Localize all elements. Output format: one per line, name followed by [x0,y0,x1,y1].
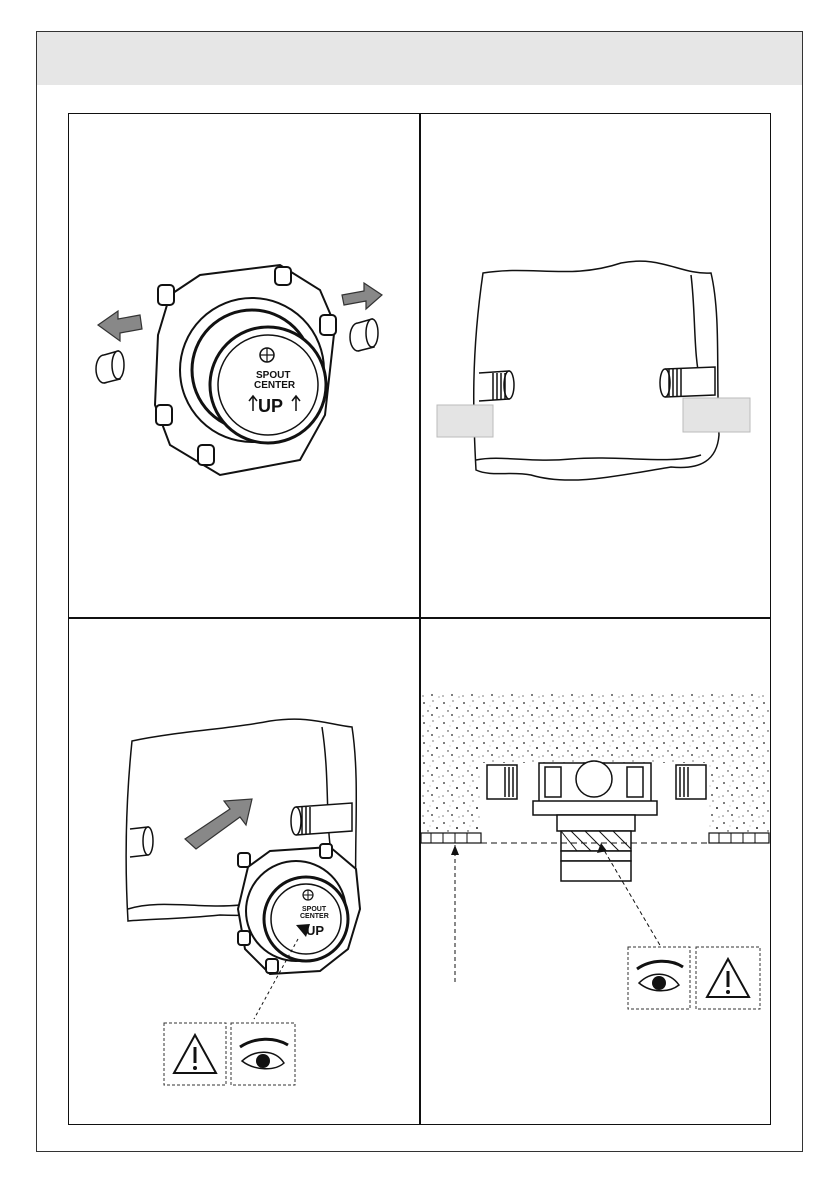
arrow-right-icon [342,283,382,309]
valve-body-icon [238,844,360,974]
valve-illustration: SPOUT CENTER UP [70,115,418,615]
pipe-right-icon [660,367,715,397]
caution-triangle-icon [164,1023,226,1085]
valve-label-spout: SPOUT [302,906,327,913]
panel-step-4 [421,619,769,1124]
cross-section-illustration [421,619,769,1124]
wall-pipes-illustration [421,115,769,615]
eye-icon [628,947,690,1009]
caution-triangle-icon [696,947,760,1009]
pipe-left-icon [479,371,514,401]
plug-right-icon [350,319,378,351]
valve-label-center: CENTER [300,913,329,920]
panel-step-1: SPOUT CENTER UP [70,115,418,615]
arrow-left-icon [98,311,142,341]
valve-section-icon [487,761,706,881]
valve-label-center: CENTER [254,380,296,391]
header-bar [37,32,802,85]
pipe-left-icon [130,827,153,857]
plug-left-icon [96,351,124,383]
valve-body-icon [155,265,336,475]
label-box-left [437,405,493,437]
panel-step-3: SPOUT CENTER UP [70,619,418,1124]
depth-arrow-tip-icon [451,845,459,855]
valve-install-illustration: SPOUT CENTER UP [70,619,418,1124]
label-box-right [683,398,750,432]
valve-label-up: UP [258,396,283,416]
pipe-right-icon [291,803,352,835]
eye-icon [231,1023,295,1085]
panel-step-2 [421,115,769,615]
